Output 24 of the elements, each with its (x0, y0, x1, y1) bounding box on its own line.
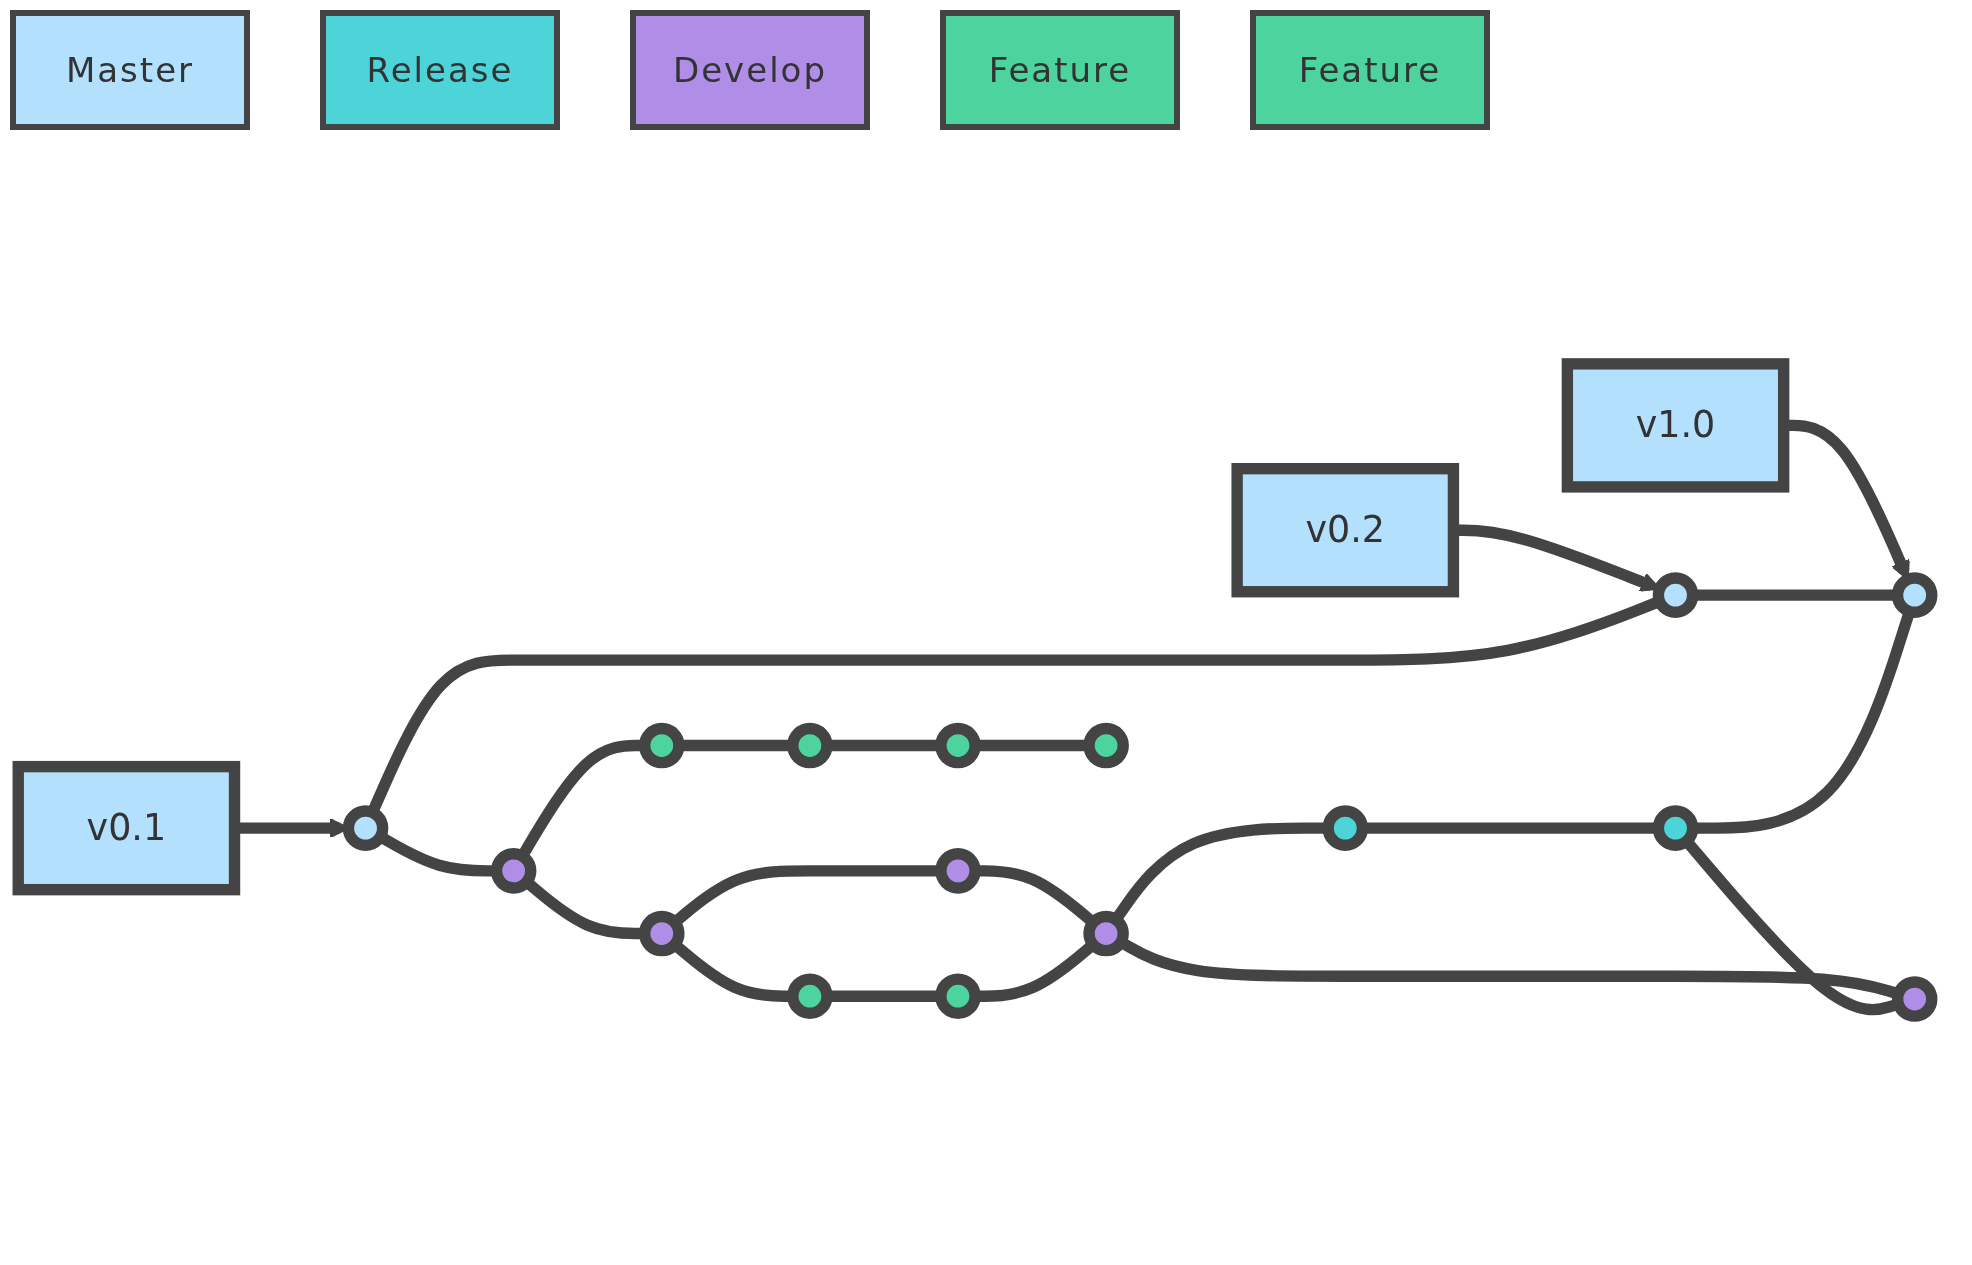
node-circle (1891, 572, 1938, 618)
node-circle (935, 973, 981, 1019)
node-box: v0.1 (12, 760, 241, 896)
node-circle (1322, 805, 1369, 851)
legend-label: Develop (673, 50, 827, 90)
node-box: v0.2 (1231, 463, 1460, 598)
node-circle (1083, 722, 1129, 769)
node-circle (490, 848, 537, 894)
node-circle (639, 722, 685, 769)
node-circle (342, 805, 389, 851)
node-circle (1891, 976, 1938, 1022)
node-circle (787, 973, 833, 1019)
legend-label: Feature (988, 50, 1132, 90)
node-circle (935, 722, 981, 769)
node-circle (1652, 572, 1699, 618)
legend-label: Master (65, 50, 195, 90)
node-circle (1652, 805, 1699, 851)
legend-label: Release (366, 50, 514, 90)
node-box: v1.0 (1561, 358, 1790, 493)
node-circle (639, 910, 685, 957)
node-circle (1083, 910, 1129, 957)
node-circle (787, 722, 833, 769)
node-circle (935, 848, 981, 894)
legend-label: Feature (1298, 50, 1442, 90)
